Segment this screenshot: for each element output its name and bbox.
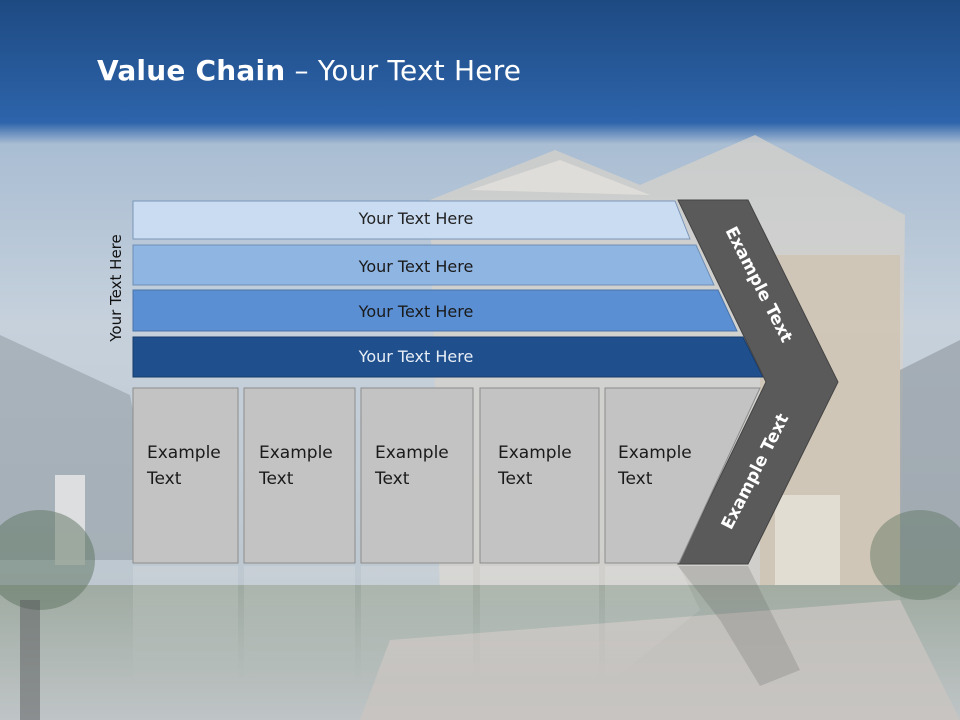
bar-2[interactable]: Your Text Here (132, 289, 738, 332)
cell-line1: Example (498, 443, 572, 463)
bar-label: Your Text Here (358, 347, 474, 366)
cell-3[interactable]: Example Text (479, 387, 600, 564)
cell-line2: Text (497, 469, 533, 489)
cell-line2: Text (258, 469, 294, 489)
title-bold: Value Chain (97, 54, 286, 87)
cell-line1: Example (375, 443, 449, 463)
cell-line2: Text (146, 469, 182, 489)
bar-1[interactable]: Your Text Here (132, 244, 715, 286)
bar-label: Your Text Here (358, 209, 474, 228)
cell-line1: Example (618, 443, 692, 463)
diagram-reflection (133, 566, 800, 686)
cell-line1: Example (147, 443, 221, 463)
cell-line2: Text (617, 469, 653, 489)
cell-1[interactable]: Example Text (243, 387, 356, 564)
cell-line1: Example (259, 443, 333, 463)
bar-label: Your Text Here (358, 257, 474, 276)
bar-3[interactable]: Your Text Here (132, 336, 764, 378)
cell-0[interactable]: Example Text (132, 387, 239, 564)
cell-line2: Text (374, 469, 410, 489)
bar-label: Your Text Here (358, 302, 474, 321)
bar-0[interactable]: Your Text Here (132, 200, 691, 240)
cell-2[interactable]: Example Text (360, 387, 474, 564)
title-rest: – Your Text Here (285, 54, 522, 87)
slide-title: Value Chain – Your Text Here (97, 54, 521, 87)
cell-4[interactable]: Example Text (604, 387, 761, 564)
